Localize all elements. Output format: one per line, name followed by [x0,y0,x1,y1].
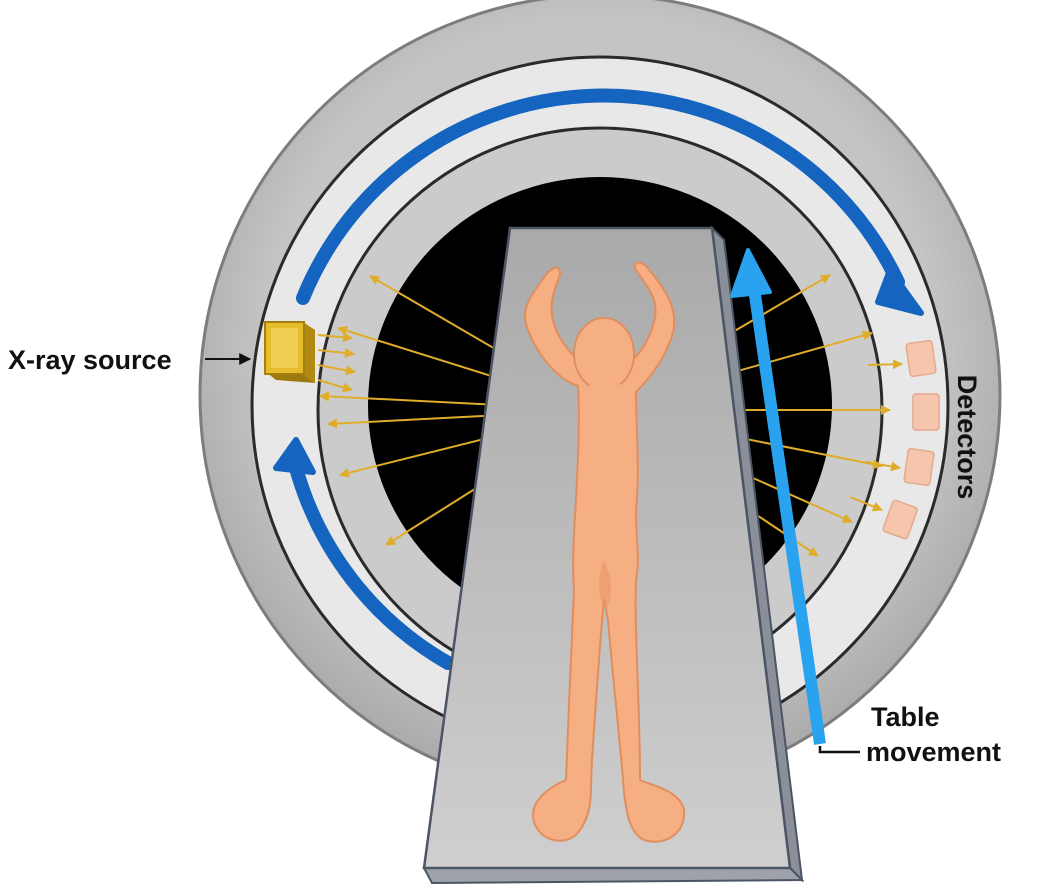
detector-element [903,447,935,487]
detector-element [905,339,937,378]
table-movement-shaft [748,287,826,745]
table-front-edge [422,867,805,885]
rotation-arrowhead-top [875,267,924,316]
detectors-label: Detectors [952,375,982,500]
xray-beam [317,332,353,343]
table-movement-arrow [730,248,826,745]
rotation-arrow-top [296,88,905,305]
xray-source-unit [264,321,315,383]
patient-body-shade [598,560,611,610]
table-movement-label-line2: movement [866,737,1001,767]
rotation-arrows [273,88,924,670]
xray-beam [865,461,901,472]
detector-array [882,339,940,540]
rotation-arrowhead-bottom [273,437,316,475]
patient-torso [523,261,686,843]
table-movement-label-line1: Table [871,702,940,732]
patient-body [523,261,686,843]
xray-beam [849,496,883,512]
detector-element [912,393,940,431]
xray-beam [867,359,903,370]
xray-beam [317,379,353,393]
table-movement-arrowhead [730,248,772,298]
xray-source-label: X-ray source [8,345,172,375]
xray-beam [317,364,356,376]
table-movement-leader [818,746,860,754]
patient-head [573,317,635,391]
rotation-arrow-bottom [289,461,455,670]
patient-neck [588,382,622,396]
detector-element [882,499,918,540]
xray-source-highlight [271,328,298,368]
xray-beam [317,348,355,358]
xray-source-side [303,322,315,383]
